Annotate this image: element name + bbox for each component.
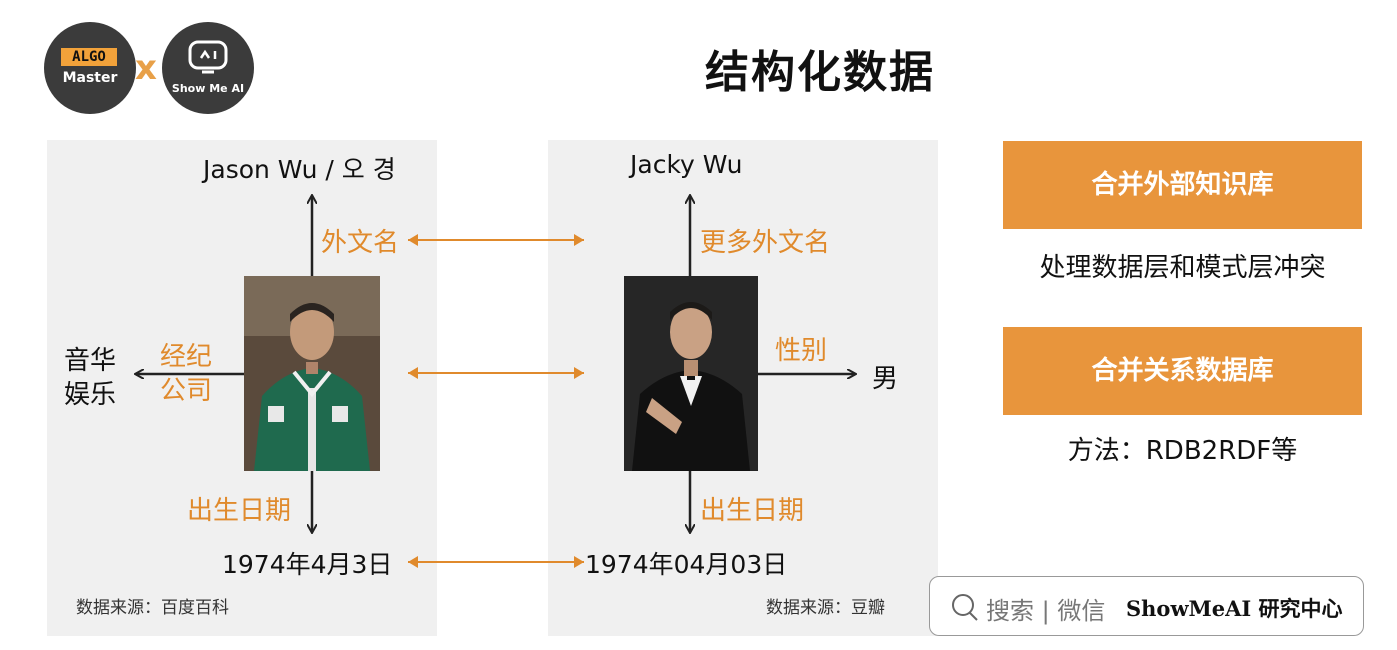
left-bottom-value: 1974年4月3日 <box>222 550 393 579</box>
left-attr-left-2: 公司 <box>160 376 213 406</box>
right-person-photo <box>624 276 758 471</box>
left-attr-bottom: 出生日期 <box>187 496 292 526</box>
right-attr-right: 性别 <box>775 336 828 366</box>
showmeai-label: Show Me AI <box>171 82 245 95</box>
left-source: 数据来源：百度百科 <box>76 598 229 618</box>
master-label: Master <box>62 70 118 86</box>
left-top-label: Jason Wu / 오 경 <box>203 155 396 184</box>
right-source: 数据来源：豆瓣 <box>766 598 885 618</box>
search-icon <box>952 594 978 621</box>
merge-knowledge-base-box: 合并外部知识库 <box>1003 141 1362 229</box>
merge-knowledge-base-desc: 处理数据层和模式层冲突 <box>1039 253 1326 283</box>
right-attr-bottom: 出生日期 <box>700 496 805 526</box>
robot-face-icon <box>188 40 228 74</box>
right-top-label: Jacky Wu <box>630 150 743 179</box>
algo-tag: ALGO <box>61 48 117 66</box>
right-attr-top: 更多外文名 <box>700 228 831 258</box>
showmeai-logo: Show Me AI <box>162 22 254 114</box>
left-attr-top: 外文名 <box>321 228 400 258</box>
left-value-left-2: 娱乐 <box>64 380 117 410</box>
left-person-photo <box>244 276 380 471</box>
logo-separator: x <box>135 48 157 88</box>
search-brand: ShowMeAI 研究中心 <box>1126 596 1343 621</box>
left-attr-left-1: 经纪 <box>160 342 213 372</box>
algo-master-logo: ALGO Master <box>44 22 136 114</box>
right-value-right: 男 <box>872 364 899 394</box>
page-title: 结构化数据 <box>705 47 935 98</box>
wechat-search-box[interactable]: 搜索 | 微信 ShowMeAI 研究中心 <box>929 576 1364 636</box>
merge-relational-db-desc: 方法：RDB2RDF等 <box>1067 436 1298 466</box>
search-prompt: 搜索 | 微信 <box>986 597 1106 625</box>
merge-relational-db-box: 合并关系数据库 <box>1003 327 1362 415</box>
right-bottom-value: 1974年04月03日 <box>585 550 788 579</box>
left-value-left-1: 音华 <box>64 346 117 376</box>
